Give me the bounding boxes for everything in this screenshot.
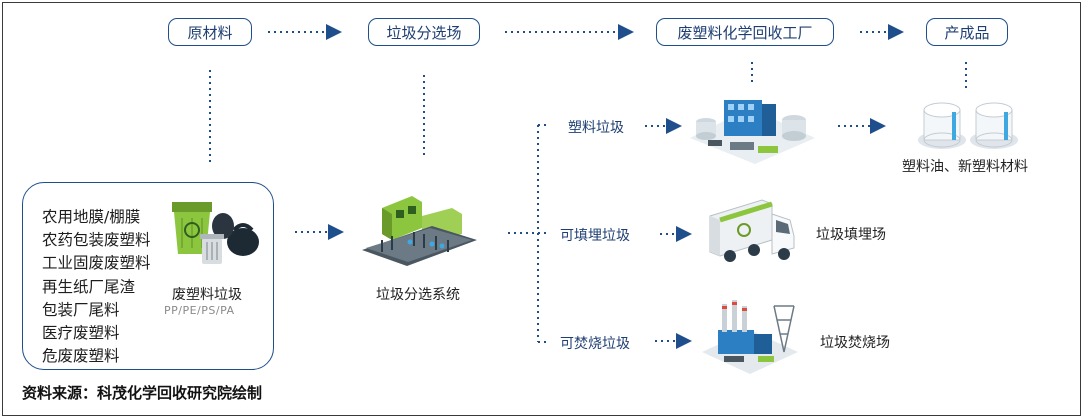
sorting-system-label: 垃圾分选系统 [376, 287, 460, 303]
list-item: 再生纸厂尾渣 [42, 277, 136, 296]
source-list: 农用地膜/棚膜 农药包装废塑料 工业固废废塑料 再生纸厂尾渣 包装厂尾料 医疗废… [42, 206, 151, 368]
landfill-label: 垃圾填埋场 [816, 227, 886, 243]
product-tanks-icon [918, 102, 1018, 149]
header-recycling-plant: 废塑料化学回收工厂 [656, 18, 834, 46]
sorting-system-icon [362, 196, 477, 266]
header-sorting-field: 垃圾分选场 [368, 18, 480, 46]
waste-label: 废塑料垃圾 [172, 287, 242, 303]
list-item: 包装厂尾料 [42, 300, 120, 319]
waste-types: PP/PE/PS/PA [164, 304, 235, 317]
diagram-frame [2, 2, 1081, 416]
source-box [22, 182, 274, 370]
branch-incinerable: 可焚烧垃圾 [560, 336, 630, 352]
list-item: 工业固废废塑料 [42, 254, 151, 273]
list-item: 农药包装废塑料 [42, 231, 151, 250]
header-raw-materials: 原材料 [168, 18, 252, 46]
branch-landfillable: 可填埋垃圾 [560, 228, 630, 244]
incineration-label: 垃圾焚烧场 [820, 335, 890, 351]
list-item: 危废废塑料 [42, 347, 120, 366]
source-footnote: 资料来源：科茂化学回收研究院绘制 [22, 384, 263, 402]
header-products: 产成品 [926, 18, 1008, 46]
trash-bin-icon [172, 202, 259, 264]
branch-plastic: 塑料垃圾 [568, 120, 624, 136]
list-item: 农用地膜/棚膜 [42, 208, 141, 226]
incineration-plant-icon [702, 300, 798, 374]
list-item: 医疗废塑料 [42, 324, 120, 343]
header-plant-label: 废塑料化学回收工厂 [677, 23, 813, 42]
chemical-plant-icon [690, 100, 815, 164]
header-product-label: 产成品 [944, 23, 990, 42]
header-raw-label: 原材料 [187, 23, 233, 42]
products-label: 塑料油、新塑料材料 [902, 159, 1028, 175]
garbage-truck-icon [709, 199, 795, 262]
header-sorting-label: 垃圾分选场 [386, 23, 462, 42]
